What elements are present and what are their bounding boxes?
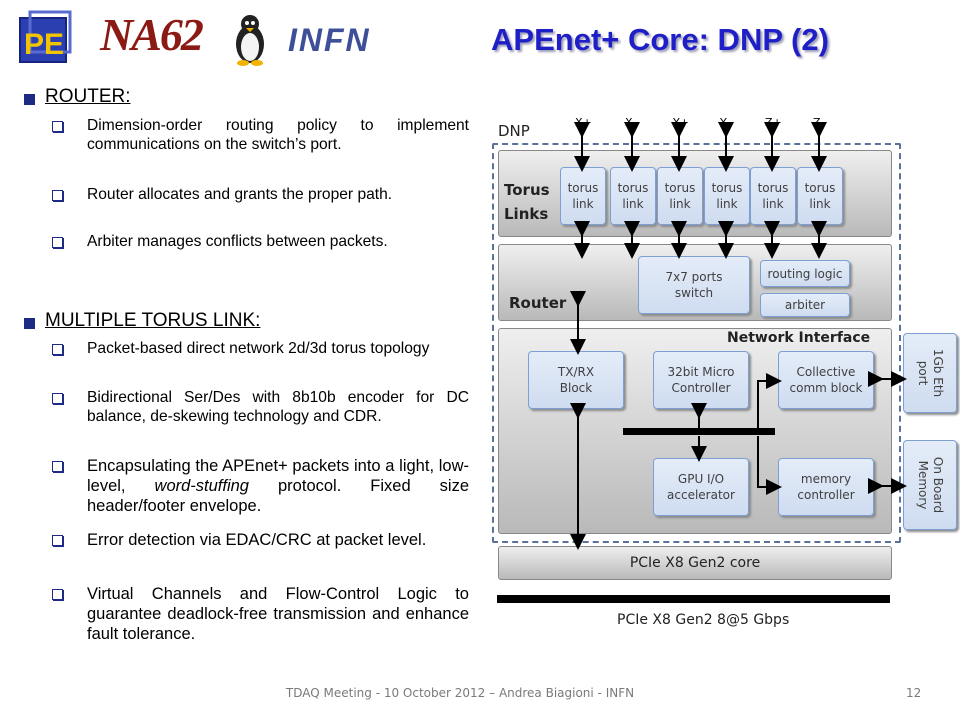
ape-logo: PE	[16, 10, 76, 66]
torus-item-text: Encapsulating the APEnet+ packets into a…	[87, 457, 469, 495]
pcie-bus-bar	[497, 595, 890, 603]
page-title: APEnet+ Core: DNP (2)	[491, 22, 829, 57]
box-text: GPU I/O	[677, 472, 725, 486]
box-text: controller	[797, 488, 855, 502]
torus-item-text: protocol. Fixed size header/footer envel…	[87, 477, 469, 515]
bus-mem-arrow	[757, 436, 782, 495]
infn-logo: INFN	[288, 22, 371, 58]
checkbox-bullet-icon	[52, 589, 63, 600]
box-text: Controller	[671, 381, 731, 395]
pcie-core-box: PCIe X8 Gen2 core	[498, 546, 892, 580]
network-interface-label: Network Interface	[727, 330, 871, 346]
checkbox-bullet-icon	[52, 344, 63, 355]
gpu-io-box: GPU I/O accelerator	[653, 458, 749, 516]
box-text: 7x7 ports	[665, 270, 723, 284]
torus-item-italic: word-stuffing	[154, 477, 249, 495]
routing-logic-box: routing logic	[760, 260, 850, 287]
dnp-frame	[492, 143, 901, 543]
na62-logo: NA62	[100, 9, 204, 60]
switch-box: 7x7 ports switch	[638, 256, 750, 314]
page-number: 12	[906, 686, 922, 700]
torus-label-line: Torus	[504, 181, 550, 199]
box-text: link	[762, 197, 784, 211]
torus-link-box: torus link	[750, 167, 796, 225]
router-label: Router	[509, 294, 567, 312]
checkbox-bullet-icon	[52, 121, 63, 132]
checkbox-bullet-icon	[52, 393, 63, 404]
torus-item: Error detection via EDAC/CRC at packet l…	[87, 531, 427, 549]
router-item: Dimension-order routing policy to implem…	[87, 117, 469, 153]
torus-links-label: Torus Links	[504, 178, 550, 226]
torus-bullet-icon	[24, 318, 35, 329]
box-text: torus	[664, 181, 696, 195]
box-text: Collective	[796, 365, 856, 379]
box-text: Block	[559, 381, 593, 395]
box-text: memory	[800, 472, 852, 486]
box-text: torus	[757, 181, 789, 195]
box-text: link	[572, 197, 594, 211]
bus-coll-arrow	[757, 373, 782, 431]
box-text: link	[622, 197, 644, 211]
box-text: switch	[674, 286, 714, 300]
box-text: link	[669, 197, 691, 211]
torus-link-box: torus link	[704, 167, 750, 225]
box-text: link	[809, 197, 831, 211]
dnp-label: DNP	[498, 122, 530, 140]
txrx-block: TX/RX Block	[528, 351, 624, 409]
box-text: link	[716, 197, 738, 211]
pcie-bus-label: PCIe X8 Gen2 8@5 Gbps	[617, 612, 790, 628]
internal-bus-bar	[623, 428, 775, 435]
torus-label-line: Links	[504, 205, 549, 223]
checkbox-bullet-icon	[52, 535, 63, 546]
box-text: 32bit Micro	[667, 365, 735, 379]
box-text: torus	[617, 181, 649, 195]
torus-item: Bidirectional Ser/Des with 8b10b encoder…	[87, 389, 469, 425]
footer-text: TDAQ Meeting - 10 October 2012 – Andrea …	[285, 686, 635, 700]
checkbox-bullet-icon	[52, 461, 63, 472]
router-item: Arbiter manages conflicts between packet…	[87, 233, 388, 250]
router-heading: ROUTER:	[45, 86, 131, 107]
memory-controller-box: memory controller	[778, 458, 874, 516]
checkbox-bullet-icon	[52, 190, 63, 201]
torus-heading: MULTIPLE TORUS LINK:	[45, 310, 261, 331]
box-text: comm block	[789, 381, 863, 395]
router-item: Router allocates and grants the proper p…	[87, 186, 393, 203]
box-text: torus	[711, 181, 743, 195]
torus-item: Virtual Channels and Flow-Control Logic …	[87, 585, 469, 643]
torus-link-box: torus link	[610, 167, 656, 225]
torus-item: Packet-based direct network 2d/3d torus …	[87, 340, 430, 357]
box-text: torus	[567, 181, 599, 195]
arbiter-box: arbiter	[760, 293, 850, 317]
box-text: accelerator	[667, 488, 735, 502]
penguin-icon	[232, 12, 268, 66]
box-text: TX/RX	[557, 365, 595, 379]
svg-text:PE: PE	[24, 28, 64, 61]
checkbox-bullet-icon	[52, 237, 63, 248]
router-bullet-icon	[24, 94, 35, 105]
box-text: torus	[804, 181, 836, 195]
torus-item-encapsulating: Encapsulating the APEnet+ packets into a…	[87, 456, 469, 516]
